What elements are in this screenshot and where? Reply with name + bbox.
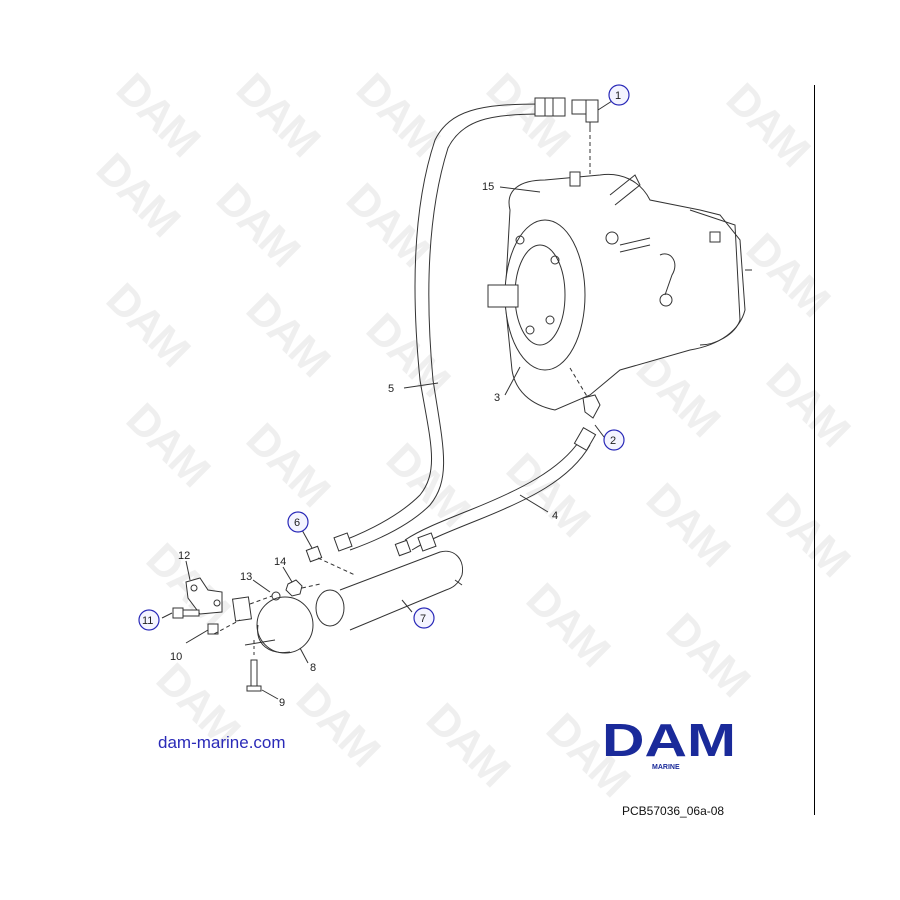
bolt-11 xyxy=(172,607,200,619)
callout-circle-11 xyxy=(138,609,160,631)
callout-12: 12 xyxy=(178,550,190,562)
callout-circle-6 xyxy=(287,511,309,533)
callout-11: 11 xyxy=(142,615,153,627)
dam-logo: DAM xyxy=(602,718,736,762)
callout-circle-1 xyxy=(608,84,630,106)
callout-6: 6 xyxy=(294,517,300,529)
pump-body xyxy=(487,171,752,411)
callout-15: 15 xyxy=(482,181,494,193)
frame-border-line xyxy=(814,85,815,815)
callout-circle-2 xyxy=(603,429,625,451)
callout-circle-7 xyxy=(413,607,435,629)
callout-10: 10 xyxy=(170,651,182,663)
oil-cooler-7 xyxy=(315,550,464,631)
callout-4: 4 xyxy=(552,510,558,522)
logo-subtext: MARINE xyxy=(652,764,680,771)
callout-9: 9 xyxy=(279,697,285,709)
fitting-1-elbow xyxy=(571,99,599,180)
logo-text: DAM xyxy=(602,718,736,762)
bolt-9 xyxy=(246,640,262,692)
callout-1: 1 xyxy=(615,90,621,102)
callout-5: 5 xyxy=(388,383,394,395)
callout-8: 8 xyxy=(310,662,316,674)
callout-2: 2 xyxy=(610,435,616,447)
callout-13: 13 xyxy=(240,571,252,583)
website-link[interactable]: dam-marine.com xyxy=(158,733,286,752)
hose-4 xyxy=(404,427,597,551)
callout-14: 14 xyxy=(274,556,286,568)
hose-end-fittings xyxy=(305,532,437,576)
callout-3: 3 xyxy=(494,392,500,404)
bracket-12 xyxy=(185,577,253,622)
callout-7: 7 xyxy=(420,613,426,625)
nut-14 xyxy=(285,579,303,597)
clamp-8 xyxy=(244,596,314,654)
fitting-2 xyxy=(569,367,601,419)
nut-10 xyxy=(207,623,219,635)
hose-5 xyxy=(344,97,566,551)
figure-id: PCB57036_06a-08 xyxy=(622,804,725,818)
